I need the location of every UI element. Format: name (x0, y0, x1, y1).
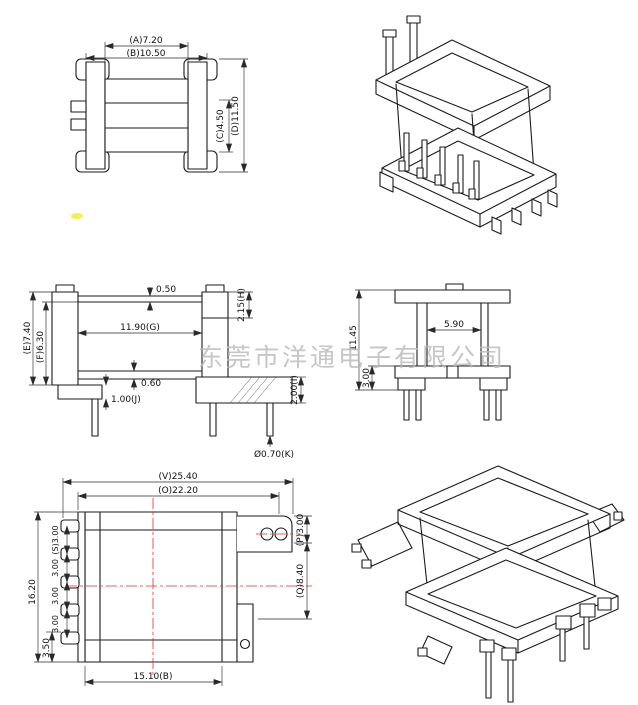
dim-label-foot-height: 1.00(J) (111, 395, 141, 405)
dim-label-base-height: 2.00(I) (290, 375, 300, 405)
dim-label-d: (D)11.50 (231, 96, 241, 136)
dim-label-pin-pitch-1: (S)3.00 (51, 525, 60, 554)
dim-label-overall-width: (V)25.40 (159, 472, 198, 482)
dim-label-a: (A)7.20 (129, 36, 162, 46)
dim-label-ear-height: (P)3.00 (296, 513, 306, 546)
dim-label-pin-pitch-4: 3.00 (51, 615, 60, 633)
dim-label-total-height: 11.45 (349, 325, 359, 351)
iso-view-a (375, 15, 558, 235)
dim-label-pin-diameter: Ø0.70(K) (254, 449, 294, 460)
iso-a-feet (379, 171, 558, 235)
iso-a-pins (398, 132, 480, 200)
iso-view-b (351, 465, 625, 703)
dim-label-foot-height: 3.50 (42, 638, 52, 658)
dim-label-base-height: 3.00 (362, 368, 372, 388)
side-view-outline (51, 284, 293, 437)
yellow-mark (71, 213, 83, 219)
top-view-dimensions: (A)7.20 (B)10.50 (C)4.50 (D)11.50 (85, 36, 248, 173)
dim-label-core-width: 5.90 (444, 320, 464, 330)
dim-label-b: (B)10.50 (127, 49, 166, 59)
dim-label-inner-width: (O)22.20 (158, 486, 198, 496)
dim-label-bottom-width: 15.10(B) (134, 672, 173, 682)
front-view-outline (394, 283, 511, 421)
dim-label-mid-height: (Q)8.40 (296, 564, 306, 598)
dim-label-wall-bottom: 0.60 (141, 379, 161, 389)
front-view-large: (V)25.40 (O)22.20 (P)3.00 (Q)8.40 16.20 … (28, 472, 312, 686)
front-view-large-outline (60, 498, 312, 676)
dim-label-pin-pitch-3: 3.00 (51, 587, 60, 605)
iso-b-pins (479, 597, 612, 703)
front-view-dimensions: 5.90 11.45 3.00 (349, 289, 482, 391)
dim-label-total-height: 16.20 (28, 579, 38, 605)
side-view-dimensions: 0.50 11.90(G) 2.15(H) (E)7.40 (F)6.30 0.… (23, 285, 306, 460)
dim-label-flange-step: 2.15(H) (237, 288, 247, 322)
dim-label-height-outer: (E)7.40 (23, 321, 33, 354)
dim-label-c: (C)4.50 (216, 109, 226, 143)
top-view: (A)7.20 (B)10.50 (C)4.50 (D)11.50 (70, 36, 248, 173)
front-view: 5.90 11.45 3.00 (349, 283, 511, 421)
top-view-outline (70, 58, 218, 173)
dim-label-pin-pitch-2: 3.00 (51, 559, 60, 577)
dim-label-window: 11.90(G) (120, 323, 160, 333)
dim-label-wall-top: 0.50 (156, 285, 176, 295)
front-view-large-dimensions: (V)25.40 (O)22.20 (P)3.00 (Q)8.40 16.20 … (28, 472, 312, 686)
dim-label-height-inner: (F)6.30 (36, 331, 46, 364)
side-view: 0.50 11.90(G) 2.15(H) (E)7.40 (F)6.30 0.… (23, 284, 306, 460)
